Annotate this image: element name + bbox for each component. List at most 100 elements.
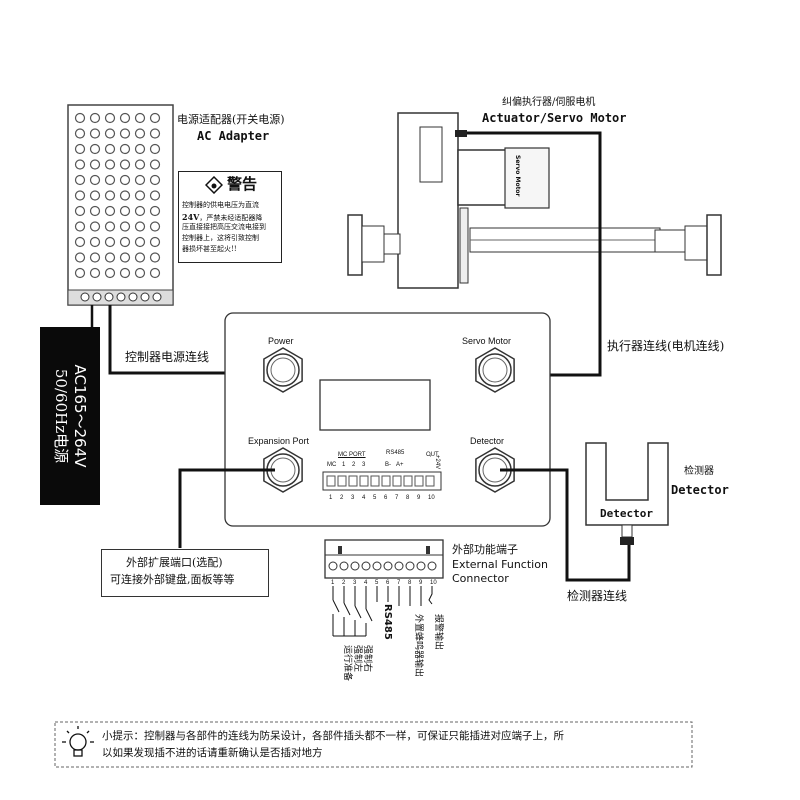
adapter-vent-hole (134, 252, 146, 263)
ext-connector-number: 2 (342, 580, 346, 586)
tip-line2: 以如果发现插不进的话请重新确认是否插对地方 (102, 747, 323, 759)
adapter-vent-hole (134, 190, 146, 201)
adapter-vent-hole (149, 267, 161, 279)
servo-motor-text: Servo Motor (514, 155, 521, 197)
detector-device-text: Detector (600, 507, 653, 520)
adapter-vent-hole (119, 159, 131, 170)
expansion-info-line2: 可连接外部键盘,面板等等 (110, 573, 235, 586)
adapter-vent-hole (104, 112, 116, 124)
adapter-vent-hole (149, 112, 161, 124)
ext-connector-screw (350, 561, 360, 571)
adapter-vent-hole (119, 236, 131, 248)
terminal-top-label: MC (327, 462, 337, 468)
ext-connector-label-en1: External Function (452, 558, 548, 571)
adapter-label-cn: 电源适配器(开关电源) (177, 113, 285, 126)
adapter-vent-hole (89, 252, 101, 263)
adapter-vent-hole (104, 143, 116, 155)
ext-connector-screw (339, 561, 349, 571)
adapter-vent-hole (89, 205, 101, 217)
ext-connector-screw (427, 561, 437, 571)
adapter-vent-hole (104, 236, 116, 248)
out-top-label: OUT (426, 452, 439, 458)
ext-connector-screw (361, 561, 371, 571)
warning-line3: 压直接接把高压交流电接到 (182, 223, 266, 231)
detector-port-connector (475, 447, 515, 493)
rs485-top-label: RS485 (386, 450, 405, 456)
adapter-vent-hole (149, 236, 161, 248)
ext-label-buzzer: 外置蜂鸣器输出 (413, 614, 423, 678)
ext-connector-screw (394, 561, 404, 571)
adapter-vent-hole (89, 159, 101, 170)
mc-port-label: MC PORT (338, 452, 366, 458)
adapter-vent-hole (104, 252, 116, 263)
terminal-top-label: B- (385, 462, 391, 468)
port-label-expansion: Expansion Port (248, 436, 310, 446)
adapter-vent-hole (149, 174, 161, 186)
adapter-terminal-screw (116, 292, 126, 302)
adapter-vent-hole (89, 236, 101, 248)
ext-connector-number: 3 (353, 580, 357, 586)
adapter-vent-hole (119, 221, 131, 232)
adapter-vent-hole (89, 190, 101, 201)
adapter-vent-hole (104, 190, 116, 201)
external-connector-drawing (324, 539, 444, 579)
detector-label-cn: 检测器 (684, 466, 714, 477)
ext-switch-contact (332, 599, 340, 613)
adapter-vent-hole (149, 205, 161, 217)
warning-line4: 控制器上，这将引致控制 (182, 234, 259, 242)
adapter-vent-hole (74, 205, 86, 217)
ext-connector-number: 6 (386, 580, 390, 586)
adapter-vent-hole (104, 174, 116, 186)
expansion-info-line1: 外部扩展端口(选配) (126, 556, 223, 569)
warning-line1: 控制器的供电电压为直流 (182, 201, 259, 209)
servo-port-connector (475, 347, 515, 393)
terminal-top-label: 3 (362, 462, 366, 468)
adapter-vent-hole (119, 143, 131, 155)
adapter-vent-hole (74, 128, 86, 139)
adapter-vent-hole (89, 221, 101, 232)
actuator-drawing (347, 112, 722, 289)
port-label-servo-motor: Servo Motor (462, 336, 512, 346)
adapter-vent-hole (149, 252, 161, 263)
ext-connector-number: 1 (331, 580, 335, 586)
controller-power-wire (108, 305, 270, 375)
ext-connector-number: 5 (375, 580, 379, 586)
terminal-number-label: 3 (351, 495, 355, 501)
ac-adapter-body (67, 104, 174, 306)
expansion-wire (178, 468, 275, 548)
terminal-top-label: 2 (352, 462, 356, 468)
expansion-port-connector (263, 447, 303, 493)
adapter-vent-hole (104, 267, 116, 279)
tip-line1: 小提示：控制器与各部件的连线为防呆设计，各部件插头都不一样，可保证只能插进对应端… (102, 730, 564, 742)
ext-label-ready: 运行准备 (342, 645, 352, 682)
adapter-vent-hole (119, 128, 131, 139)
warning-box: 警告 控制器的供电电压为直流 24V，严禁未经适配器降 压直接接把高压交流电接到… (178, 171, 282, 263)
terminal-number-label: 4 (362, 495, 366, 501)
adapter-vent-hole (119, 205, 131, 217)
adapter-vent-hole (74, 252, 86, 263)
ext-connector-screw (328, 561, 338, 571)
ext-connector-number: 4 (364, 580, 368, 586)
adapter-vent-hole (134, 159, 146, 170)
adapter-vent-hole (74, 174, 86, 186)
ext-alarm-wire (428, 586, 433, 605)
warning-fire-icon (204, 175, 224, 195)
terminal-top-label: +24V (434, 455, 440, 470)
terminal-socket (326, 475, 336, 487)
detector-wire-label: 检测器连线 (567, 589, 628, 603)
adapter-vent-hole (74, 112, 86, 124)
adapter-vent-hole (149, 159, 161, 170)
terminal-socket (337, 475, 347, 487)
ext-label-force-left: 强制左 (352, 645, 362, 673)
adapter-vent-hole (89, 112, 101, 124)
adapter-vent-hole (119, 252, 131, 263)
adapter-vent-hole (89, 174, 101, 186)
ext-label-force-right: 强制右 (362, 645, 372, 673)
warning-voltage: 24V (182, 212, 200, 222)
controller-power-wire-label: 控制器电源连线 (125, 350, 210, 364)
ext-label-alarm: 报警输出 (433, 614, 443, 651)
warning-title: 警告 (227, 175, 258, 193)
adapter-vent-hole (74, 143, 86, 155)
ext-connector-number: 7 (397, 580, 401, 586)
adapter-vent-hole (119, 267, 131, 279)
